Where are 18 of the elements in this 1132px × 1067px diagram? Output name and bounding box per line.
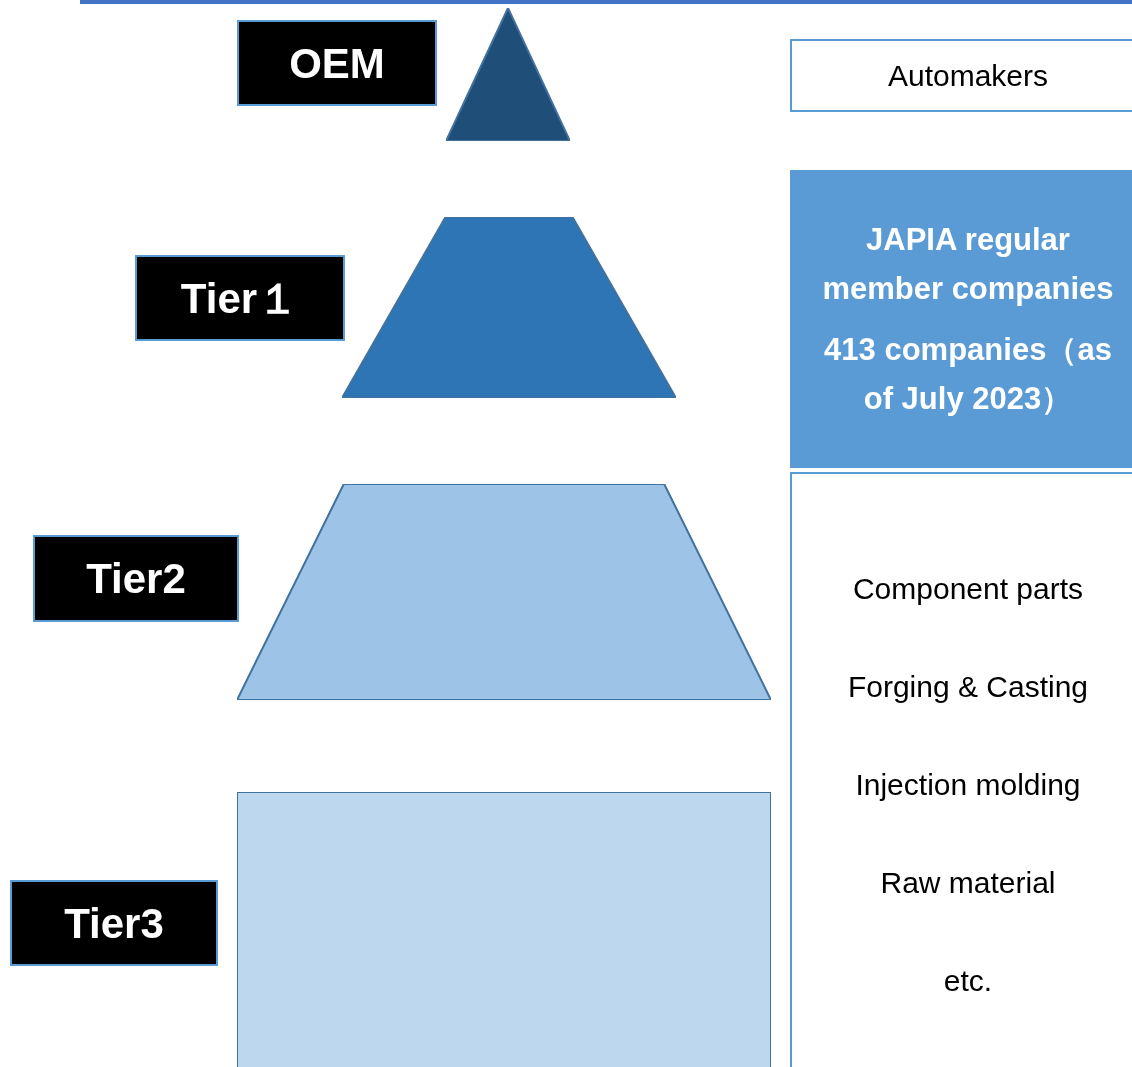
category-item: Raw material — [880, 865, 1056, 901]
tier-label: OEM — [237, 20, 437, 106]
category-item: Component parts — [852, 571, 1084, 607]
category-box: Automakers — [790, 39, 1132, 112]
box-shape — [237, 792, 771, 1067]
member-box — [790, 170, 1132, 468]
triangle-shape — [446, 8, 570, 141]
category-list-box — [790, 472, 1132, 1067]
category-item: etc. — [943, 963, 993, 999]
tier-label: Tier１ — [135, 255, 345, 341]
category-item: Injection molding — [855, 767, 1081, 803]
member-count: 413 companies（as of July 2023） — [823, 331, 1113, 418]
category-item: Forging & Casting — [847, 669, 1089, 705]
trapezoid-shape — [237, 484, 771, 700]
member-heading: JAPIA regular member companies — [821, 221, 1115, 308]
trapezoid-shape — [342, 217, 676, 398]
tier-label: Tier2 — [33, 535, 239, 622]
tier-label: Tier3 — [10, 880, 218, 966]
